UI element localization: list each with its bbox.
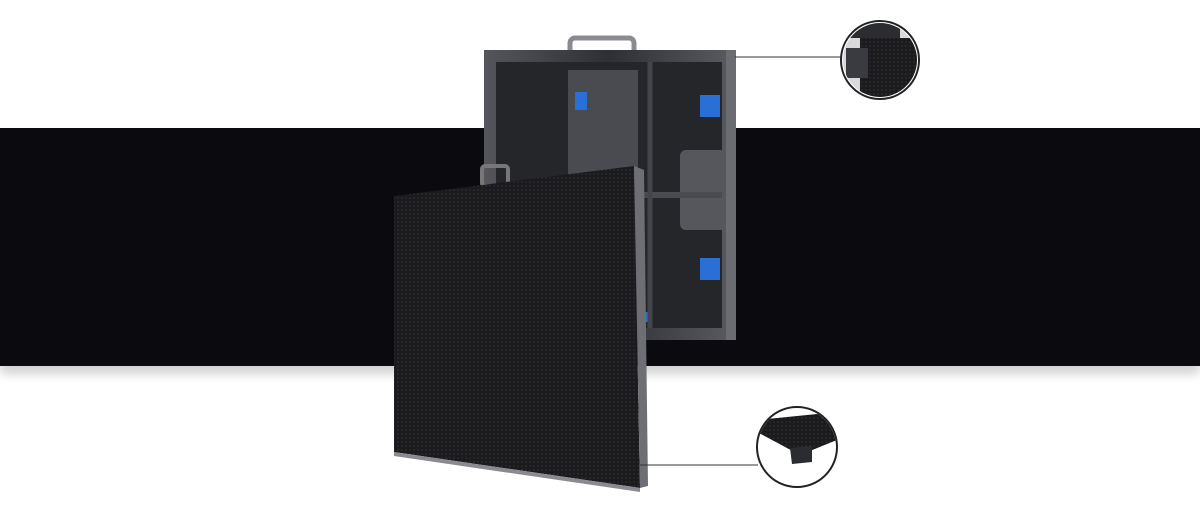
front-led-panel xyxy=(394,164,648,492)
callout-panel-edge xyxy=(640,406,838,488)
callout-corner-lock xyxy=(735,20,920,100)
